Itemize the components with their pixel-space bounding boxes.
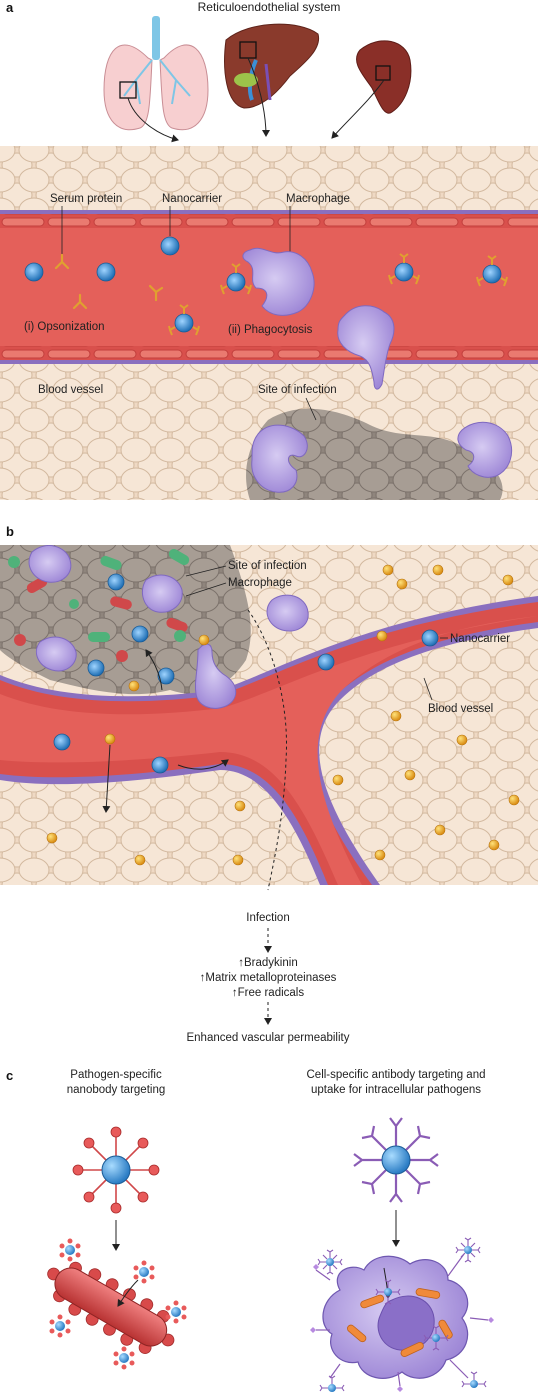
free-particles-b: [46, 564, 520, 866]
lung-arrow: [127, 97, 179, 143]
opsonized-nanocarriers: [168, 253, 508, 336]
label-macrophage-b: Macrophage: [228, 577, 292, 589]
liver-arrow: [247, 57, 270, 137]
panel-a-infected-tissue: [246, 408, 503, 500]
panel-c-letter: c: [6, 1068, 13, 1083]
bacterium-rod: [47, 1261, 175, 1354]
flow-outcome: Enhanced vascular permeability: [186, 1032, 349, 1044]
macrophage-b-3: [36, 636, 77, 672]
nanocarriers-a: [24, 236, 180, 282]
panel-a-title: Reticuloendothelial system: [198, 0, 341, 14]
nanobody-nanocarrier: [72, 1126, 160, 1214]
label-site-infection-a: Site of infection: [258, 384, 337, 396]
panel-c-right-title-2: uptake for intracellular pathogens: [311, 1084, 481, 1096]
label-phagocytosis: (ii) Phagocytosis: [228, 324, 313, 336]
macrophage-a-vessel: [242, 247, 315, 316]
panel-b-letter: b: [6, 524, 14, 539]
panel-a-letter: a: [6, 0, 14, 15]
macrophage-a-tissue-1: [251, 424, 308, 493]
label-blood-vessel-b: Blood vessel: [428, 703, 493, 715]
spleen-arrow: [331, 79, 385, 139]
macrophage-b-2: [142, 574, 183, 613]
nanobody-particles-small: [49, 1238, 187, 1370]
panel-c-left-title-2: nanobody targeting: [67, 1084, 165, 1096]
spleen-icon: [356, 40, 412, 114]
lungs-icon: [103, 16, 209, 131]
label-nanocarrier-b: Nanocarrier: [450, 633, 510, 645]
panel-c-right-title-1: Cell-specific antibody targeting and: [307, 1069, 486, 1081]
macrophage-a-tissue-2: [457, 421, 512, 478]
flow-mmp: ↑Matrix metalloproteinases: [200, 972, 337, 984]
label-opsonization: (i) Opsonization: [24, 321, 105, 333]
flow-infection: Infection: [246, 912, 289, 924]
macrophage-b-1: [28, 545, 72, 583]
macrophage-b-crossing: [194, 643, 237, 709]
label-serum-protein: Serum protein: [50, 193, 122, 205]
label-macrophage-a: Macrophage: [286, 193, 350, 205]
bacteria-b: [8, 549, 190, 662]
panel-b-blood-vessel: [0, 596, 538, 885]
label-site-infection-b: Site of infection: [228, 560, 307, 572]
liver-icon: [224, 23, 320, 109]
infected-macrophage-cell: [310, 1253, 494, 1392]
antibody-particles-small: [317, 1237, 487, 1392]
nanocarriers-b: [53, 573, 439, 774]
flow-bradykinin: ↑Bradykinin: [238, 957, 297, 969]
label-blood-vessel-a: Blood vessel: [38, 384, 103, 396]
antibody-nanocarrier: [353, 1117, 439, 1203]
macrophage-a-crossing: [337, 305, 395, 390]
macrophage-b-4: [266, 594, 309, 632]
serum-proteins: [54, 253, 164, 310]
label-nanocarrier-a: Nanocarrier: [162, 193, 222, 205]
flow-free-radicals: ↑Free radicals: [232, 987, 304, 999]
panel-c-left-title-1: Pathogen-specific: [70, 1069, 162, 1081]
